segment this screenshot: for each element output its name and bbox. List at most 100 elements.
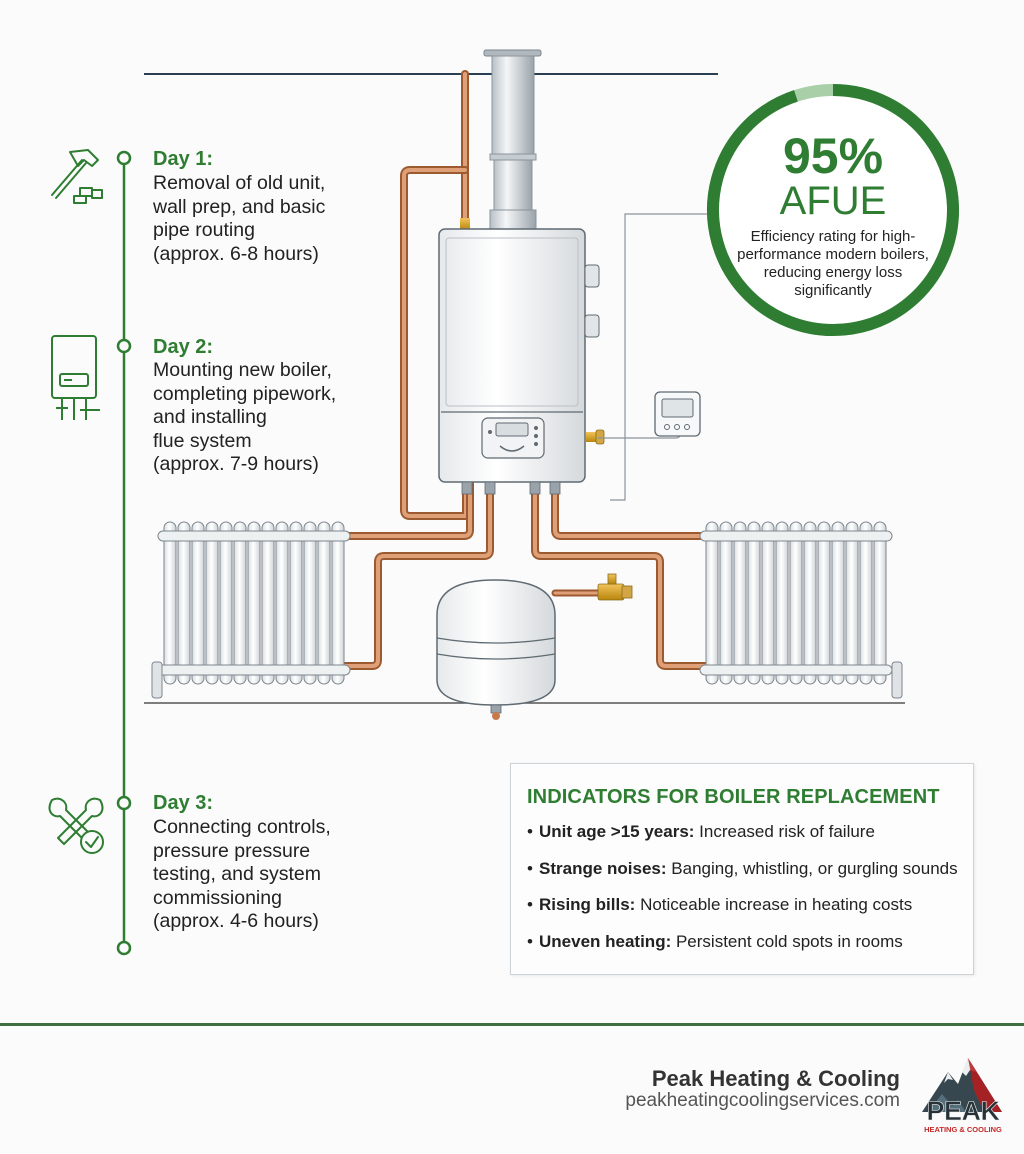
radiator-right	[699, 521, 903, 699]
day-3-line: commissioning	[153, 886, 282, 909]
gauge-fill-arc	[707, 84, 959, 336]
day-3-description: Connecting controls, pressure pressure t…	[153, 816, 393, 934]
indicator-key: Rising bills:	[539, 895, 636, 914]
bullet-icon: •	[527, 895, 533, 914]
top-valve	[460, 218, 470, 230]
bullet-icon: •	[527, 822, 533, 841]
day-3-heading: Day 3:	[153, 792, 214, 814]
wrench-check-icon	[48, 797, 104, 854]
radiator-header	[699, 664, 893, 676]
radiator-fin	[191, 521, 205, 685]
gauge-caption: Efficiency rating for high- performance …	[734, 228, 932, 300]
flue-pipe	[483, 49, 542, 231]
radiator-fin	[219, 521, 233, 685]
expansion-vessel	[436, 573, 633, 720]
timeline-node-2	[116, 338, 132, 354]
radiator-fin	[719, 521, 733, 685]
indicator-key: Strange noises:	[539, 858, 667, 878]
radiator-fin	[761, 521, 775, 685]
indicators-title: INDICATORS FOR BOILER REPLACEMENT	[527, 786, 940, 808]
radiator-fin	[317, 521, 331, 685]
radiator-fin	[177, 521, 191, 685]
day-2-line: flue system	[153, 429, 252, 452]
indicator-text: Banging, whistling, or gurgling sounds	[666, 858, 958, 878]
indicator-item: • Unit age >15 years: Increased risk of f…	[527, 822, 967, 859]
radiator-fin	[859, 521, 873, 685]
indicator-text: Persistent cold spots in rooms	[671, 931, 903, 951]
gauge-caption-line: Efficiency rating for high-	[750, 228, 916, 245]
gauge-caption-line: significantly	[794, 282, 872, 299]
logo-wordmark: PEAK	[926, 1096, 1000, 1127]
indicator-item: • Uneven heating: Persistent cold spots i…	[527, 932, 967, 969]
day-3-line: Connecting controls,	[153, 816, 331, 838]
gauge-unit: AFUE	[779, 179, 887, 223]
bullet-icon: •	[527, 858, 533, 878]
radiator-header	[157, 530, 351, 542]
day-1-line: wall prep, and basic	[153, 195, 326, 218]
radiator-fin	[331, 521, 345, 685]
day-3-line: testing, and system	[153, 863, 321, 885]
radiator-fin	[873, 521, 887, 685]
radiator-fin	[747, 521, 761, 685]
indicator-text: Increased risk of failure	[694, 822, 875, 841]
day-3-duration: (approx. 4-6 hours)	[153, 910, 319, 932]
radiator-fin	[205, 521, 219, 685]
radiator-fin	[733, 521, 747, 685]
radiator-fin	[831, 521, 845, 685]
radiator-fin	[845, 521, 859, 685]
radiator-fin	[275, 521, 289, 685]
radiator-fin	[817, 521, 831, 685]
day-3-line: pressure pressure	[153, 839, 311, 862]
day-2-description: Mounting new boiler, completing pipework…	[153, 359, 393, 477]
indicators-list: • Unit age >15 years: Increased risk of f…	[527, 822, 967, 968]
timeline-node-3	[116, 795, 132, 811]
indicator-item: • Strange noises: Banging, whistling, or …	[527, 859, 967, 896]
footer-divider	[0, 1023, 1024, 1026]
radiator-fin	[163, 521, 177, 685]
indicators-panel: INDICATORS FOR BOILER REPLACEMENT • Unit …	[510, 763, 974, 975]
timeline-node-1	[116, 150, 132, 166]
efficiency-gauge	[707, 84, 959, 336]
day-1-heading: Day 1:	[153, 148, 214, 170]
gauge-value: 95%	[782, 128, 884, 184]
hammer-icon	[51, 149, 103, 204]
bullet-icon: •	[527, 931, 533, 951]
day-1-line: Removal of old unit,	[153, 172, 326, 194]
peak-logo-icon	[922, 1058, 1002, 1112]
indicator-item: •Rising bills: Noticeable increase in he…	[527, 895, 967, 932]
radiator-fin	[803, 521, 817, 685]
day-2-duration: (approx. 7-9 hours)	[153, 453, 319, 475]
gauge-caption-line: performance modern boilers,	[737, 246, 929, 263]
boiler-icon	[51, 335, 100, 420]
radiator-fin	[289, 521, 303, 685]
day-2-line: and installing	[153, 406, 267, 428]
day-2-line: completing pipework,	[153, 382, 337, 405]
timeline-node-end	[116, 940, 132, 956]
brand-url[interactable]: peakheatingcoolingservices.com	[625, 1090, 900, 1111]
thermostat	[598, 213, 720, 501]
boiler-unit	[438, 228, 605, 495]
day-2-line: Mounting new boiler,	[153, 359, 332, 381]
radiators	[151, 521, 903, 699]
radiator-valve	[891, 661, 903, 699]
day-2-heading: Day 2:	[153, 336, 214, 358]
day-1-description: Removal of old unit, wall prep, and basi…	[153, 172, 393, 266]
radiator-fin	[303, 521, 317, 685]
logo-tagline: HEATING & COOLING	[924, 1125, 1002, 1134]
indicator-key: Uneven heating:	[539, 931, 672, 951]
radiator-left	[151, 521, 351, 699]
radiator-header	[157, 664, 351, 676]
radiator-fin	[775, 521, 789, 685]
copper-pipes	[336, 70, 710, 670]
radiator-valve	[151, 661, 163, 699]
indicator-key: Unit age >15 years:	[539, 822, 695, 841]
radiator-fin	[233, 521, 247, 685]
radiator-fin	[705, 521, 719, 685]
day-1-duration: (approx. 6-8 hours)	[153, 242, 319, 265]
radiator-header	[699, 530, 893, 542]
radiator-fin	[247, 521, 261, 685]
radiator-fin	[789, 521, 803, 685]
gauge-caption-line: reducing energy loss	[763, 264, 903, 281]
day-1-line: pipe routing	[153, 219, 255, 241]
